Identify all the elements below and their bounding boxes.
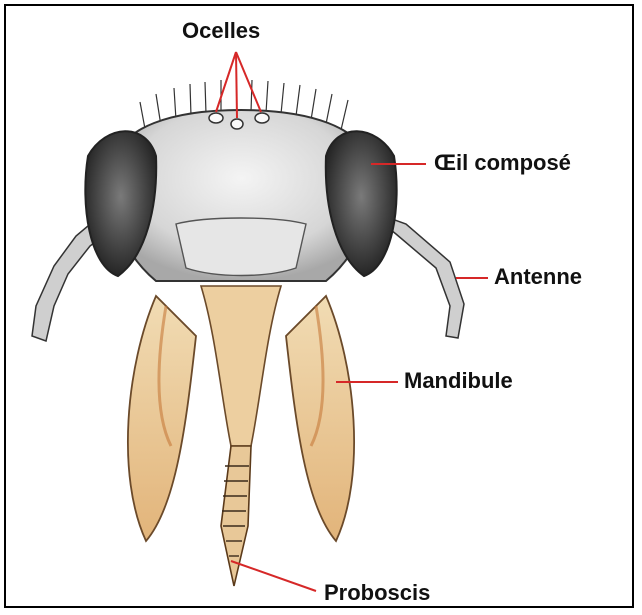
bee-head-illustration bbox=[6, 6, 634, 608]
clypeus bbox=[176, 218, 306, 276]
label-mandibule: Mandibule bbox=[404, 370, 513, 392]
label-antenne: Antenne bbox=[494, 266, 582, 288]
label-oeil-compose: Œil composé bbox=[434, 152, 571, 174]
diagram-frame: Ocelles Œil composé Antenne Mandibule Pr… bbox=[4, 4, 634, 608]
proboscis-shape bbox=[221, 446, 251, 586]
label-ocelles: Ocelles bbox=[182, 20, 260, 42]
labrum bbox=[201, 286, 281, 446]
label-proboscis: Proboscis bbox=[324, 582, 430, 604]
